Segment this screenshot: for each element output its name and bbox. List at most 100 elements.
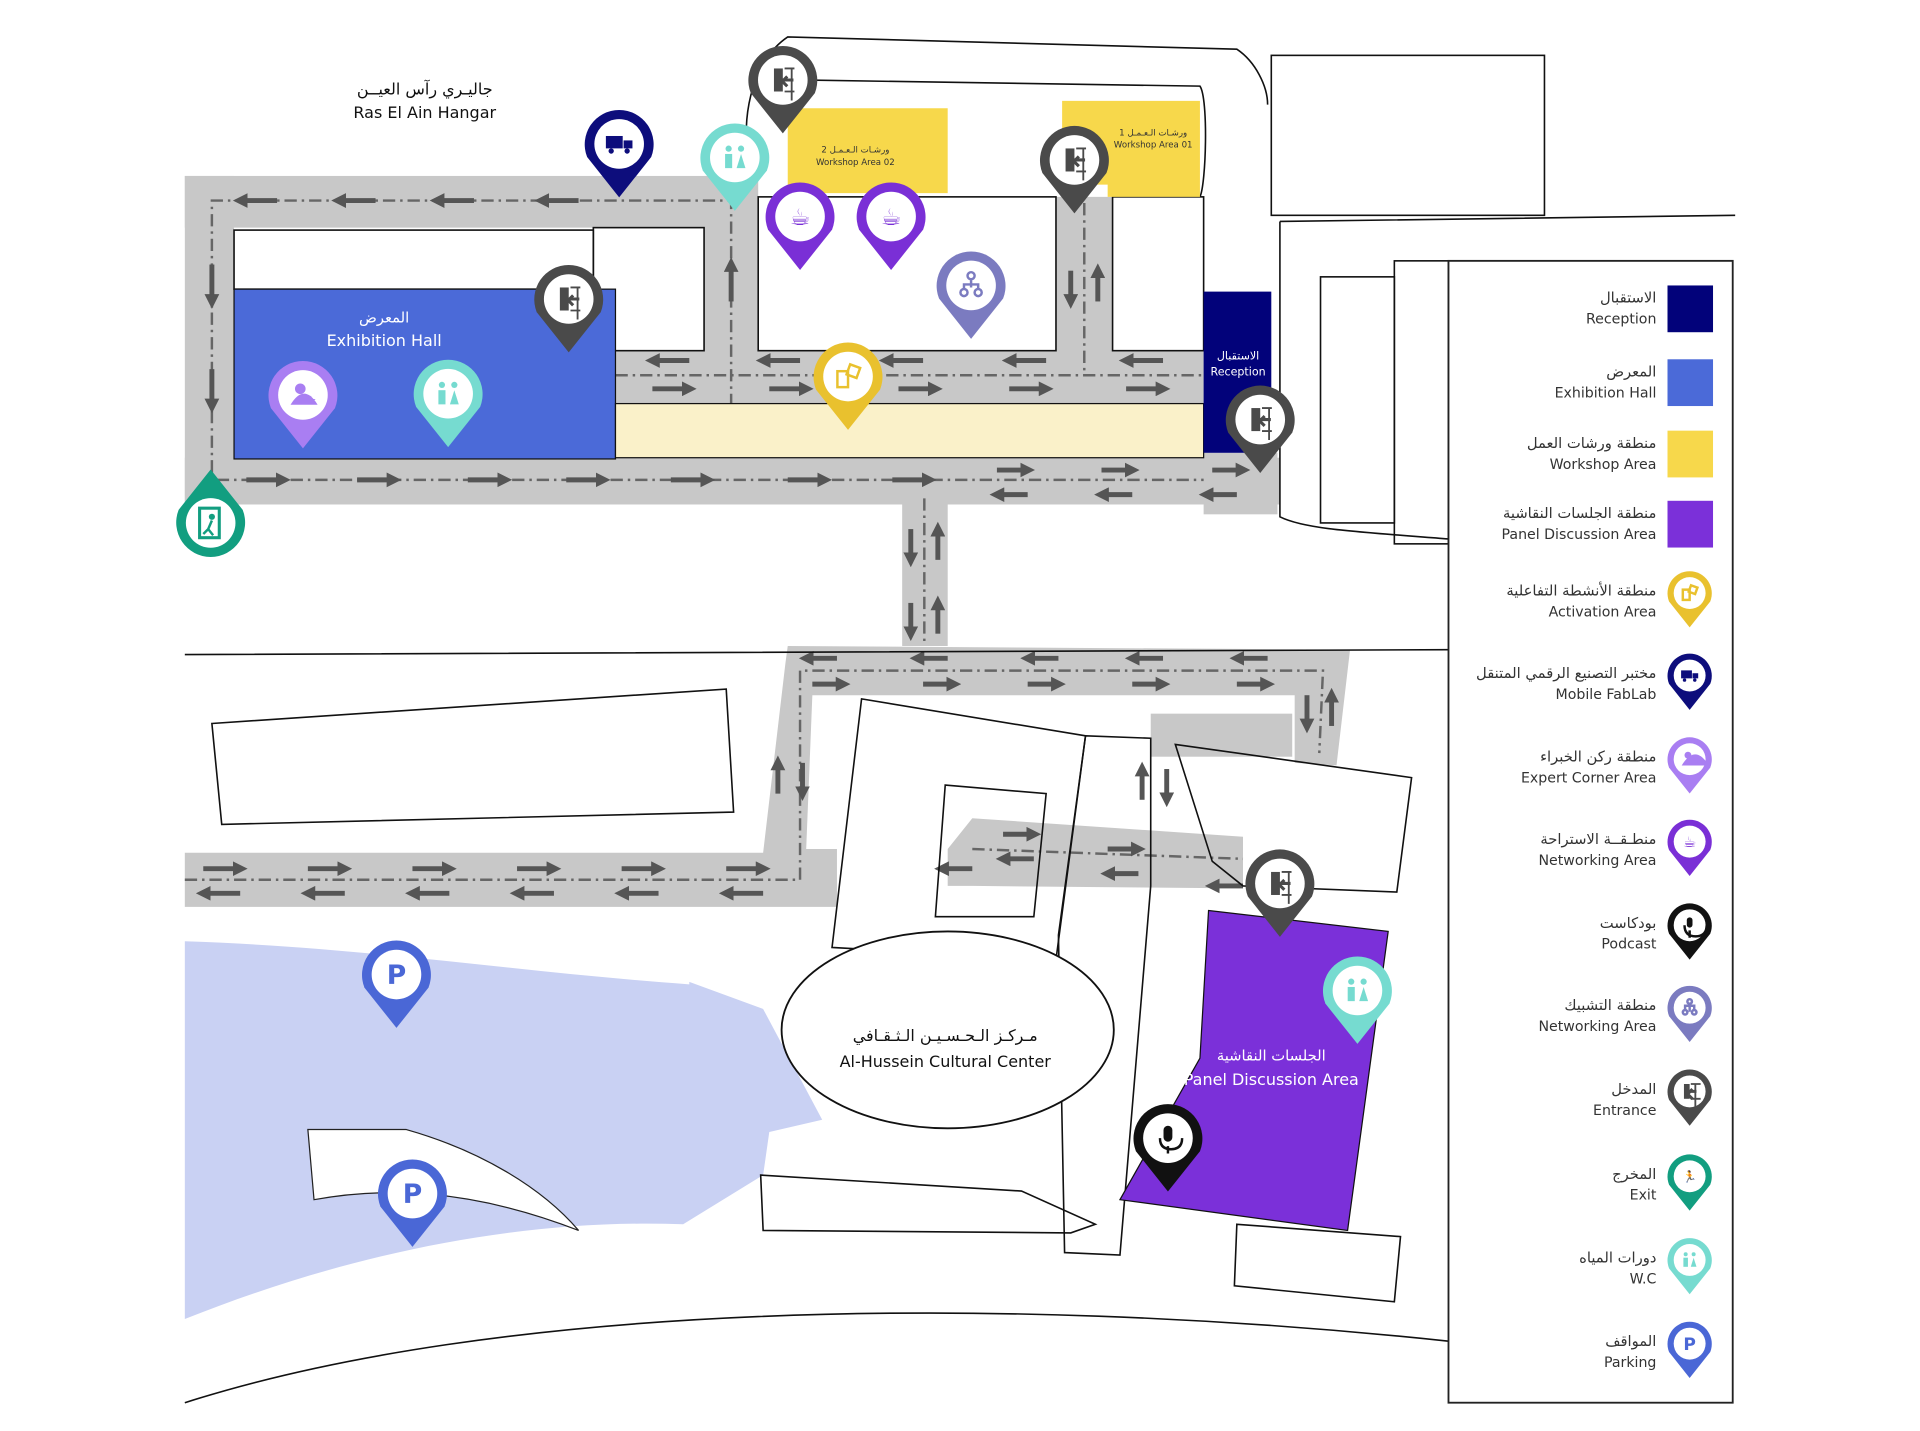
parking-icon: P xyxy=(1683,1335,1696,1355)
wc-pin[interactable]: 🚻 xyxy=(413,359,483,448)
legend-label-ar: منطقة الأنشطة التفاعلية xyxy=(1506,582,1656,600)
legend-label-ar: المدخل xyxy=(1611,1081,1656,1098)
legend-swatch-panel xyxy=(1667,500,1714,548)
microphone-icon xyxy=(1683,917,1708,938)
legend-label-en: Workshop Area xyxy=(1550,457,1657,473)
legend-pin-networking[interactable] xyxy=(1667,985,1712,1043)
parking-pin[interactable]: P xyxy=(362,940,431,1028)
podcast-pin[interactable] xyxy=(1133,1104,1203,1192)
parking-pin[interactable]: P xyxy=(378,1159,447,1247)
legend-label-en: Networking Area xyxy=(1538,853,1656,869)
legend-pin-activation[interactable] xyxy=(1667,571,1712,628)
legend-item-activation: منطقة الأنشطة التفاعلية Activation Area xyxy=(1506,571,1712,628)
puzzle-icon xyxy=(836,362,862,389)
legend-label-ar: منطقة التشبيك xyxy=(1564,997,1656,1014)
legend-label-ar: بودكاست xyxy=(1600,915,1657,932)
reception-label-en: Reception xyxy=(1211,365,1266,378)
legend-pin-fablab[interactable] xyxy=(1667,653,1712,710)
expert-icon: ★★ xyxy=(1681,751,1709,767)
svg-text:P: P xyxy=(387,960,406,991)
networking-break-pin[interactable]: ☕ xyxy=(765,182,835,270)
legend-label-en: Reception xyxy=(1586,312,1656,328)
legend-item-expert: منطقة ركن الخبراء Expert Corner Area ★★ xyxy=(1521,737,1712,794)
exhibition-label-ar: المعرض xyxy=(359,309,409,326)
legend-label-ar: الاستقبال xyxy=(1600,290,1656,307)
hangar-label-ar: جاليـري رآس العيــن xyxy=(357,80,493,100)
legend-label-ar: دورات المياه xyxy=(1579,1249,1656,1266)
svg-text:★: ★ xyxy=(1691,758,1698,767)
exit-pin[interactable] xyxy=(176,469,246,557)
wc-pin[interactable]: 🚻 xyxy=(700,123,770,211)
entrance-pin[interactable] xyxy=(1245,849,1315,937)
networking-break-pin[interactable]: ☕ xyxy=(856,182,926,270)
entrance-pin[interactable] xyxy=(1039,125,1109,214)
networking-pin[interactable] xyxy=(936,251,1006,339)
parking-icon: P xyxy=(403,1179,422,1210)
legend-label-en: Mobile FabLab xyxy=(1556,687,1657,703)
legend-item-wc: دورات المياه W.C 🚻 xyxy=(1579,1238,1712,1295)
fablab-pin[interactable] xyxy=(584,109,654,198)
coffee-icon: ☕ xyxy=(790,205,811,231)
legend-label-en: Parking xyxy=(1604,1355,1656,1371)
exit-icon xyxy=(198,506,221,540)
legend-pin-exit[interactable]: 🏃 xyxy=(1667,1154,1712,1211)
legend-label-en: Exit xyxy=(1630,1188,1657,1204)
network-icon xyxy=(1681,997,1698,1016)
svg-text:P: P xyxy=(403,1179,422,1210)
legend-label-en: Panel Discussion Area xyxy=(1502,527,1657,543)
entrance-door-icon xyxy=(1251,407,1272,441)
entrance-pin[interactable] xyxy=(748,45,818,134)
legend-label-ar: منطقة الجلسات النقاشية xyxy=(1503,505,1656,522)
legend-pin-podcast[interactable] xyxy=(1667,903,1712,960)
legend-item-reception: الاستقبال Reception xyxy=(1586,285,1714,333)
wc-pin[interactable]: 🚻 xyxy=(1322,956,1392,1044)
legend-label-en: Activation Area xyxy=(1549,604,1657,620)
legend-label-en: W.C xyxy=(1630,1271,1657,1287)
legend-label-ar: المعرض xyxy=(1606,364,1656,381)
legend-pin-entrance[interactable] xyxy=(1667,1069,1712,1126)
activation-pin[interactable] xyxy=(813,342,883,430)
entrance-door-icon xyxy=(773,67,795,101)
legend-label-en: Expert Corner Area xyxy=(1521,771,1656,787)
legend-pin-parking[interactable]: P xyxy=(1667,1321,1712,1378)
workshop1-label-ar: ورشـات الـعـمـل 1 xyxy=(1119,128,1187,138)
legend-label-ar: المواقف xyxy=(1605,1333,1656,1350)
panel-label-en: Panel Discussion Area xyxy=(1184,1070,1359,1089)
legend-label-ar: مختبر التصنيع الرقمي المتنقل xyxy=(1476,665,1656,682)
legend-label-ar: منطقة ركن الخبراء xyxy=(1540,749,1656,766)
workshop1-label-en: Workshop Area 01 xyxy=(1114,141,1193,151)
expert-pin[interactable]: ★★ xyxy=(268,360,338,449)
entrance-pin[interactable] xyxy=(1225,385,1295,473)
workshop-area-02-zone xyxy=(787,108,948,194)
legend-pin-expert[interactable]: ★★ xyxy=(1667,737,1712,794)
entrance-pin[interactable] xyxy=(534,264,604,353)
entrance-door-icon xyxy=(1683,1083,1701,1116)
center-label-en: Al-Hussein Cultural Center xyxy=(840,1052,1052,1071)
legend-swatch-reception xyxy=(1667,285,1714,333)
wc-icon: 🚻 xyxy=(438,381,459,405)
entrance-door-icon xyxy=(1065,147,1087,181)
hangar-label-en: Ras El Ain Hangar xyxy=(353,103,496,122)
exit-icon: 🏃 xyxy=(1683,1169,1697,1183)
legend-item-parking: المواقف Parking P xyxy=(1604,1321,1712,1378)
cultural-center-ellipse xyxy=(780,930,1115,1130)
legend-pin-networking_break[interactable]: ☕ xyxy=(1667,819,1712,876)
legend-item-panel: منطقة الجلسات النقاشية Panel Discussion A… xyxy=(1502,500,1714,548)
coffee-icon: ☕ xyxy=(1683,834,1696,851)
coffee-icon: ☕ xyxy=(881,205,902,231)
exhibition-label-en: Exhibition Hall xyxy=(327,331,442,350)
svg-text:☕: ☕ xyxy=(790,205,811,231)
legend-swatch-exhibition xyxy=(1667,359,1714,407)
entrance-door-icon xyxy=(559,286,581,320)
legend-pin-wc[interactable]: 🚻 xyxy=(1667,1238,1712,1295)
svg-text:★: ★ xyxy=(305,393,316,408)
svg-text:☕: ☕ xyxy=(1683,834,1696,851)
route-lines xyxy=(184,199,1325,881)
map-pins: 🚻 🚻 🚻 ☕ ☕ ★★ P P xyxy=(176,45,1392,1247)
direction-arrows xyxy=(195,193,1339,901)
